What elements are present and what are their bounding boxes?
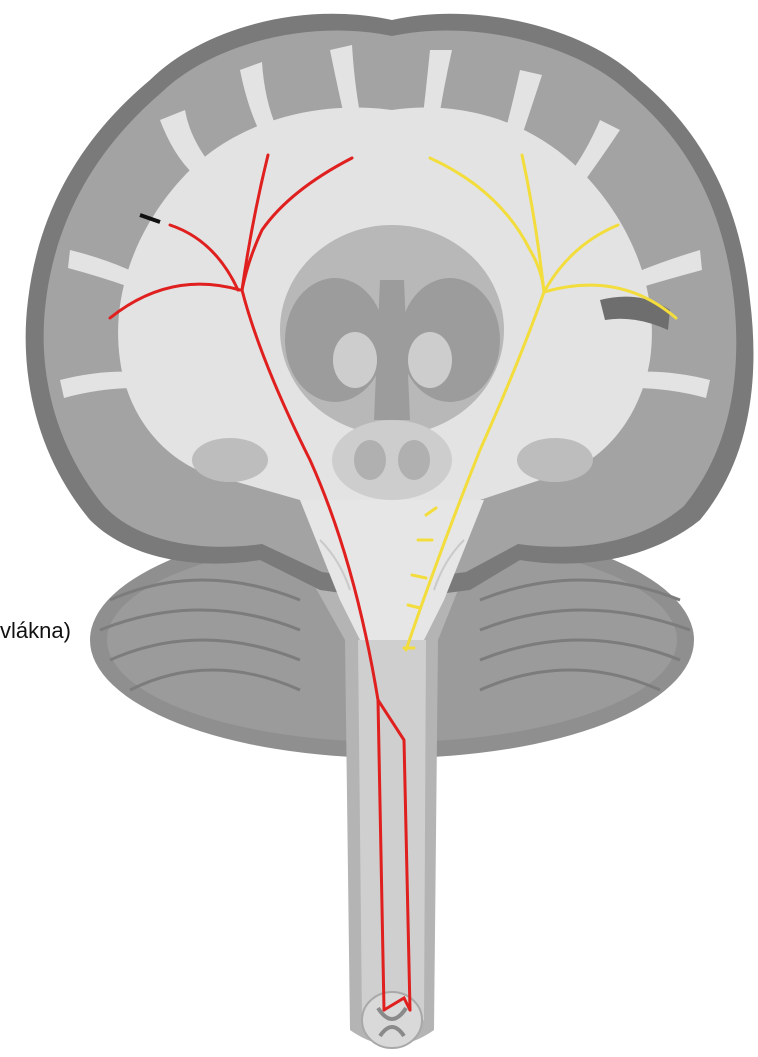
caption-text: vlákna) [0, 618, 71, 644]
